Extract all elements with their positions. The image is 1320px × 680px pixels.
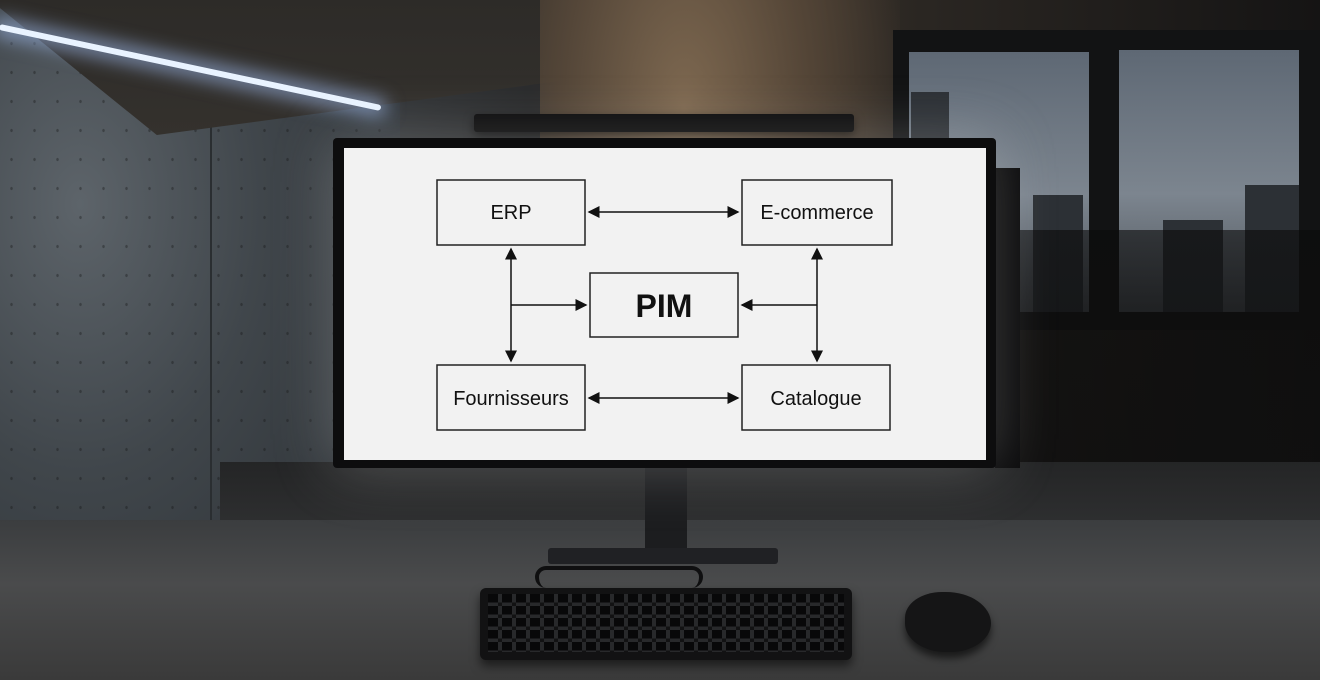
diagram: ERP E-commerce PIM Fournisseurs Catalogu… xyxy=(436,179,893,431)
label-erp: ERP xyxy=(490,202,531,224)
box-fournisseurs xyxy=(436,364,586,431)
keyboard-keys xyxy=(488,594,844,652)
box-ecommerce xyxy=(741,179,893,246)
wall-seam xyxy=(210,80,212,560)
box-catalogue xyxy=(741,364,891,431)
monitor-stand-base xyxy=(548,548,778,564)
keyboard xyxy=(480,588,852,660)
side-monitor xyxy=(995,168,1020,468)
label-ecommerce: E-commerce xyxy=(760,202,873,224)
monitor-stand xyxy=(645,468,687,550)
monitor-screen: ERP E-commerce PIM Fournisseurs Catalogu… xyxy=(344,148,986,460)
label-catalogue: Catalogue xyxy=(770,388,861,410)
mouse xyxy=(905,592,991,652)
box-erp xyxy=(436,179,586,246)
monitor-light-bar xyxy=(474,114,854,132)
keyboard-cable xyxy=(535,566,703,588)
label-fournisseurs: Fournisseurs xyxy=(453,388,569,410)
box-pim xyxy=(589,272,739,338)
label-pim: PIM xyxy=(636,288,693,324)
